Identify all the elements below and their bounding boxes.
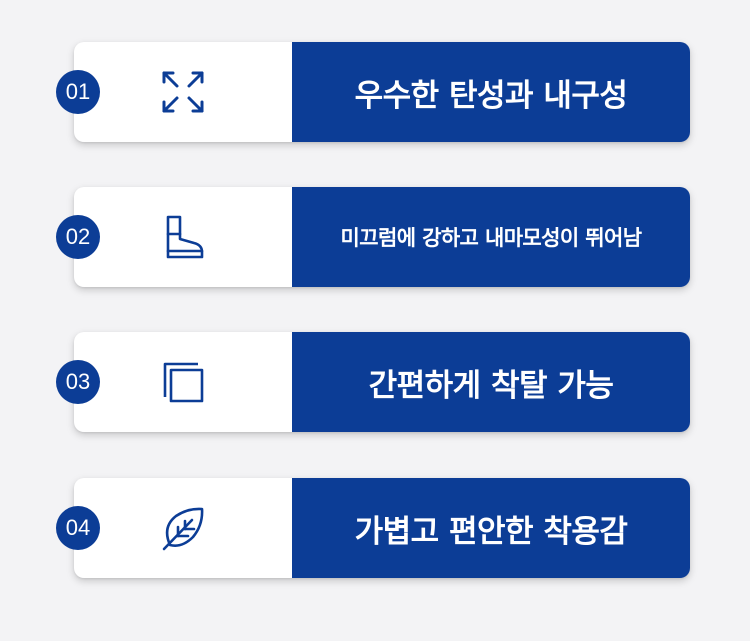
copy-squares-icon [158,357,208,407]
number-badge: 02 [56,215,100,259]
feature-label: 가볍고 편안한 착용감 [292,478,690,578]
feature-label: 미끄럼에 강하고 내마모성이 뛰어남 [292,187,690,287]
feature-card-4: 가볍고 편안한 착용감 [74,478,690,578]
feature-label: 우수한 탄성과 내구성 [292,42,690,142]
number-badge: 04 [56,506,100,550]
boot-icon [158,212,208,262]
expand-arrows-icon [158,67,208,117]
leaf-icon [158,503,208,553]
feature-label: 간편하게 착탈 가능 [292,332,690,432]
feature-card-3: 간편하게 착탈 가능 [74,332,690,432]
feature-card-2: 미끄럼에 강하고 내마모성이 뛰어남 [74,187,690,287]
number-badge: 01 [56,70,100,114]
number-badge: 03 [56,360,100,404]
feature-card-1: 우수한 탄성과 내구성 [74,42,690,142]
